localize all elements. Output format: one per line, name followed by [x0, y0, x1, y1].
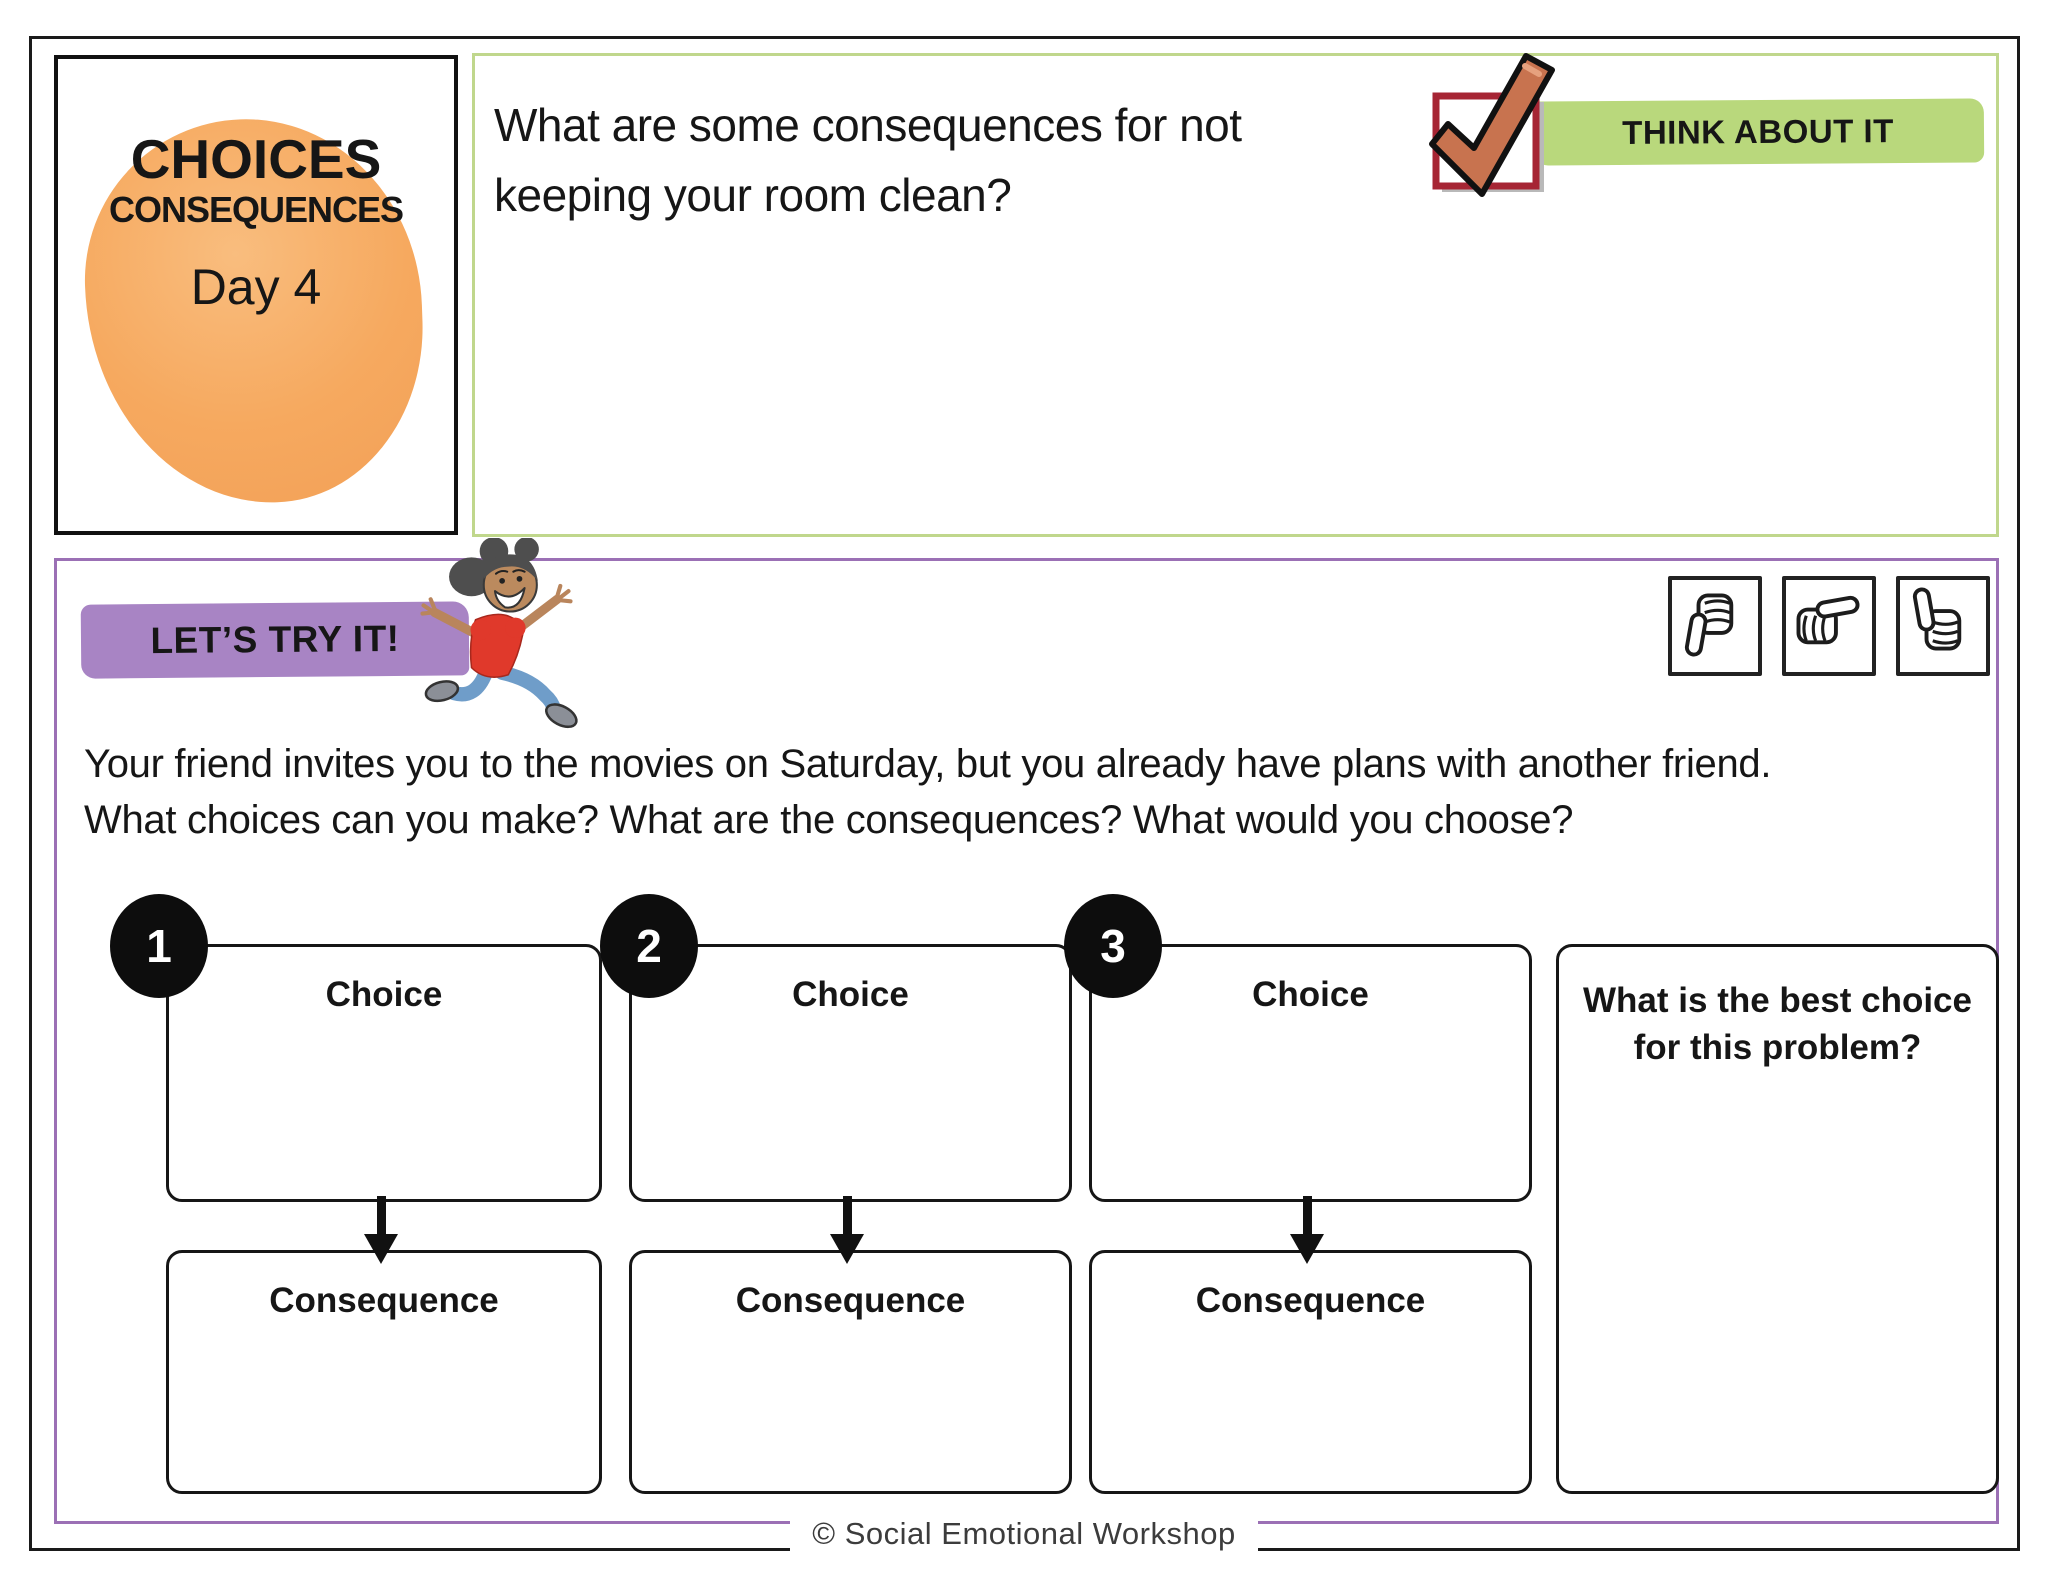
title-stack: CHOICES CONSEQUENCES Day 4 — [58, 128, 454, 316]
consequence-1-input[interactable] — [169, 1321, 599, 1491]
arrow-2-head — [830, 1234, 864, 1264]
consequence-1-label: Consequence — [269, 1281, 499, 1320]
consequence-3-input[interactable] — [1092, 1321, 1529, 1491]
checkmark — [1429, 53, 1555, 197]
choice-1-box: Choice — [166, 944, 602, 1202]
scenario-text: Your friend invites you to the movies on… — [84, 742, 1772, 842]
column-1-number: 1 — [110, 894, 208, 998]
best-choice-prompt: What is the best choice for this problem… — [1583, 981, 1972, 1068]
column-3-number: 3 — [1064, 894, 1162, 998]
choice-3-label: Choice — [1252, 975, 1369, 1014]
consequence-2-label: Consequence — [735, 1281, 966, 1320]
title-day: Day 4 — [190, 259, 322, 316]
title-card: CHOICES CONSEQUENCES Day 4 — [54, 55, 458, 535]
checkmark-highlight — [1522, 63, 1542, 77]
choice-3-input[interactable] — [1092, 1015, 1529, 1199]
rating-icons-row — [1668, 576, 1990, 676]
choice-2-label: Choice — [792, 975, 909, 1014]
footer-strip: © Social Emotional Workshop — [790, 1496, 1258, 1572]
arrow-2-stem — [843, 1196, 852, 1236]
consequence-3-box: Consequence — [1089, 1250, 1532, 1494]
question-text: What are some consequences for not keepi… — [494, 99, 1242, 221]
consequence-3-label: Consequence — [1195, 1281, 1426, 1320]
thumbs-down-icon[interactable] — [1668, 576, 1762, 676]
best-choice-box: What is the best choice for this problem… — [1556, 944, 1999, 1494]
title-choices: CHOICES — [130, 128, 382, 190]
checked-checkbox-icon — [1429, 53, 1555, 197]
arrow-3-head — [1290, 1234, 1324, 1264]
choice-1-input[interactable] — [169, 1015, 599, 1199]
arrow-1-stem — [377, 1196, 386, 1236]
best-choice-input[interactable] — [1559, 1072, 1996, 1492]
thumbs-up-icon[interactable] — [1896, 576, 1990, 676]
consequence-1-box: Consequence — [166, 1250, 602, 1494]
column-2-number: 2 — [600, 894, 698, 998]
choice-2-input[interactable] — [632, 1015, 1069, 1199]
consequence-2-input[interactable] — [632, 1321, 1069, 1491]
thumbs-sideways-icon[interactable] — [1782, 576, 1876, 676]
arrow-1-head — [364, 1234, 398, 1264]
think-about-it-label: THINK ABOUT IT — [1622, 112, 1894, 151]
lets-try-it-label: LET’S TRY IT! — [150, 617, 400, 662]
choice-3-box: Choice — [1089, 944, 1532, 1202]
choice-1-label: Choice — [325, 975, 443, 1014]
think-about-it-banner: THINK ABOUT IT — [1531, 98, 1985, 166]
arrow-3-stem — [1303, 1196, 1312, 1236]
consequence-2-box: Consequence — [629, 1250, 1072, 1494]
title-consequences: CONSEQUENCES — [108, 188, 404, 230]
choice-2-box: Choice — [629, 944, 1072, 1202]
running-girl-illustration — [420, 538, 578, 729]
footer-credit: © Social Emotional Workshop — [812, 1516, 1236, 1551]
